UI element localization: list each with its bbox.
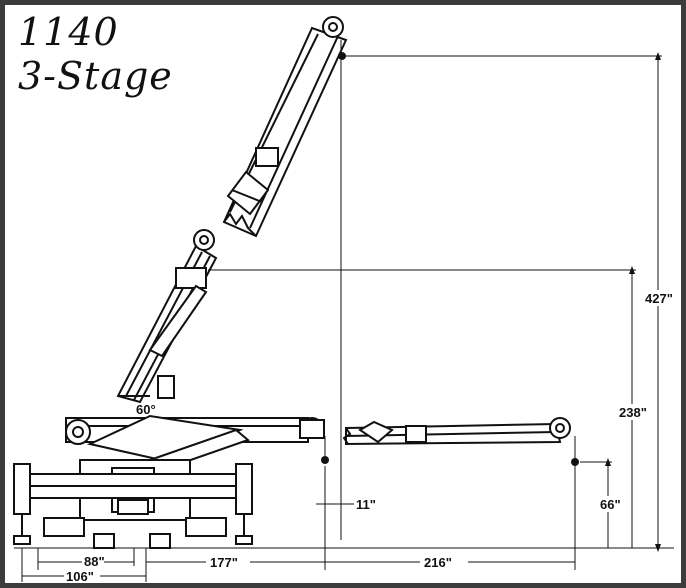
dimension-arrows <box>605 52 661 552</box>
hook-upper <box>338 52 346 60</box>
dim-88: 88" <box>84 554 105 569</box>
boom-60-degree <box>116 229 218 404</box>
angle-label: 60° <box>136 402 156 417</box>
dim-106: 106" <box>66 569 94 584</box>
model-stage: 3-Stage <box>18 54 173 98</box>
hook-right <box>571 458 579 466</box>
model-number: 1140 <box>18 10 119 54</box>
dim-11: 11" <box>356 497 376 512</box>
hook-base <box>321 456 329 464</box>
dim-66: 66" <box>600 497 621 512</box>
dim-216: 216" <box>424 555 452 570</box>
dim-238: 238" <box>619 405 647 420</box>
boom-horizontal <box>342 417 571 446</box>
boom-raised-upper <box>222 16 348 238</box>
dimension-lines <box>14 55 674 582</box>
model-title: 1140 3-Stage <box>18 10 173 98</box>
dim-177: 177" <box>210 555 238 570</box>
crane-base <box>13 414 325 549</box>
dim-427: 427" <box>645 291 673 306</box>
